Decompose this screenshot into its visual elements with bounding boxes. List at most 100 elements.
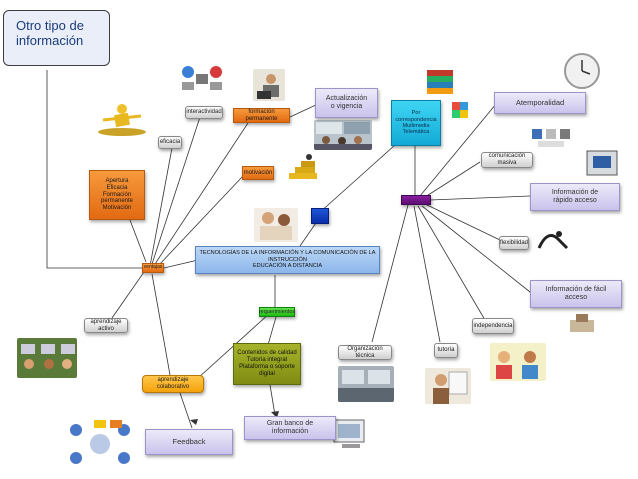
link-independencia xyxy=(417,205,486,321)
link-eficacia xyxy=(149,147,173,267)
contenidos-line-2: Tutoría integral xyxy=(246,357,288,364)
link-actualizacion xyxy=(289,103,319,118)
correspondencia-line-1: Por correspondencia xyxy=(395,110,437,123)
link-aprendizaje-activo xyxy=(111,271,145,319)
communication-image xyxy=(180,64,224,92)
info-rapido-node: Información de rápido acceso xyxy=(530,183,620,211)
books-image xyxy=(425,68,455,96)
tutoria-label: tutoría xyxy=(437,347,455,354)
gran-banco-node: Gran banco de información xyxy=(244,416,336,440)
apertura-line-1: Apertura xyxy=(105,177,129,184)
graduate-figure-image xyxy=(95,100,150,138)
computer-image xyxy=(328,418,374,452)
link-organizacion xyxy=(371,204,409,343)
clock-image xyxy=(561,52,603,90)
gran-banco-line-2: información xyxy=(271,428,309,435)
apertura-line-3: Formación permanente xyxy=(100,191,134,205)
flexibility-image xyxy=(535,228,571,252)
network-people-image xyxy=(66,416,134,468)
link-aprendizaje-colaborativo xyxy=(151,273,171,376)
independencia-label: independencia xyxy=(473,322,513,329)
info-facil-line-1: Información de fácil xyxy=(545,285,607,293)
media-icons-image xyxy=(530,125,572,149)
apertura-box: Apertura Eficacia Formación permanente M… xyxy=(89,170,145,220)
motivation-image xyxy=(287,153,319,181)
correspondencia-line-3: Telemática xyxy=(402,129,430,136)
students-image xyxy=(254,208,298,242)
center-line-2: EDUCACIÓN A DISTANCIA xyxy=(252,263,323,270)
requerimientos-node: requerimientos xyxy=(259,307,295,317)
link-facil xyxy=(421,205,531,293)
contenidos-node: Contenidos de calidad Tutoría integral P… xyxy=(233,343,301,385)
feedback-node: Feedback xyxy=(145,429,233,455)
link-rapido xyxy=(429,195,531,201)
tutoring-image xyxy=(425,368,471,404)
comunicacion-masiva-label: comunicación masiva xyxy=(488,153,526,166)
contenidos-line-1: Contenidos de calidad xyxy=(237,350,297,357)
actualizacion-node: Actualización o vigencia xyxy=(315,88,378,118)
atemporalidad-label: Atemporalidad xyxy=(515,97,565,107)
link-formacion xyxy=(154,122,249,265)
link-atemporalidad xyxy=(419,103,497,197)
gran-banco-line-1: Gran banco de xyxy=(266,419,314,427)
formacion-permanente-node: formación permanente xyxy=(233,108,290,123)
link-navy xyxy=(299,219,319,247)
info-rapido-line-2: rápido acceso xyxy=(553,197,597,204)
kids-computers-image xyxy=(17,338,77,378)
link-feedback xyxy=(179,392,193,429)
eficacia-node: eficacia xyxy=(158,136,182,149)
flexibilidad-node: flexibilidad xyxy=(499,236,529,250)
purple-node xyxy=(401,195,431,205)
link-center xyxy=(163,259,199,269)
link-tutoria xyxy=(413,205,441,343)
cube-image xyxy=(450,98,474,120)
independencia-node: independencia xyxy=(472,318,514,334)
eficacia-label: eficacia xyxy=(159,139,181,146)
apertura-line-2: Eficacia xyxy=(106,184,128,191)
link-gran-banco xyxy=(269,384,276,416)
link-flexibilidad xyxy=(424,203,501,241)
por-correspondencia-node: Por correspondencia Multimedia Telemátic… xyxy=(391,100,441,146)
formacion-permanente-label: formación permanente xyxy=(245,108,278,122)
organizacion-tecnica-node: Organización técnica xyxy=(338,345,392,360)
classroom-image xyxy=(314,120,372,150)
aprendizaje-colaborativo-node: aprendizaje colaborativo xyxy=(142,375,204,393)
aprendizaje-activo-node: aprendizaje activo xyxy=(84,318,128,333)
interactividad-label: interactividad xyxy=(186,109,222,116)
feedback-label: Feedback xyxy=(172,436,206,446)
link-contenidos xyxy=(267,316,277,346)
easy-access-image xyxy=(566,312,598,334)
navy-node xyxy=(311,208,329,224)
flexibilidad-label: flexibilidad xyxy=(499,239,529,246)
link-interactividad xyxy=(151,116,201,265)
link-correspondencia xyxy=(317,144,396,215)
contenidos-line-3: Plataforma o soporte digital xyxy=(239,364,295,377)
center-line-1: TECNOLOGÍAS DE LA INFORMACIÓN Y LA COMUN… xyxy=(199,250,376,263)
corner-box: Otro tipo de información xyxy=(3,10,110,66)
technical-org-image xyxy=(338,366,394,402)
ventajas-node: ventajas xyxy=(142,263,164,273)
corner-line-1: Otro tipo de xyxy=(16,18,84,33)
link-comunicacion xyxy=(424,161,481,198)
atemporalidad-node: Atemporalidad xyxy=(494,92,586,114)
actualizacion-line-2: o vigencia xyxy=(330,103,363,110)
organizacion-tecnica-label: Organización técnica xyxy=(347,345,383,359)
info-facil-node: Información de fácil acceso xyxy=(530,280,622,308)
ventajas-label: ventajas xyxy=(143,264,163,271)
corner-line-2: información xyxy=(16,32,84,48)
info-facil-line-2: acceso xyxy=(564,294,588,301)
comunicacion-masiva-node: comunicación masiva xyxy=(481,152,533,168)
independence-image xyxy=(490,343,546,381)
arrow-feedback xyxy=(190,419,198,425)
apertura-line-4: Motivación xyxy=(102,205,132,212)
interactividad-node: interactividad xyxy=(185,106,223,119)
info-rapido-line-1: Información de xyxy=(551,188,599,196)
motivacion-label: motivación xyxy=(243,169,273,176)
tutoria-node: tutoría xyxy=(434,343,458,358)
motivacion-node: motivación xyxy=(242,166,274,180)
aprendizaje-activo-label: aprendizaje activo xyxy=(90,318,122,332)
laptop-user-image xyxy=(253,69,285,101)
processor-image xyxy=(584,148,620,178)
correspondencia-line-2: Multimedia xyxy=(402,123,430,129)
actualizacion-line-1: Actualización xyxy=(325,94,368,102)
